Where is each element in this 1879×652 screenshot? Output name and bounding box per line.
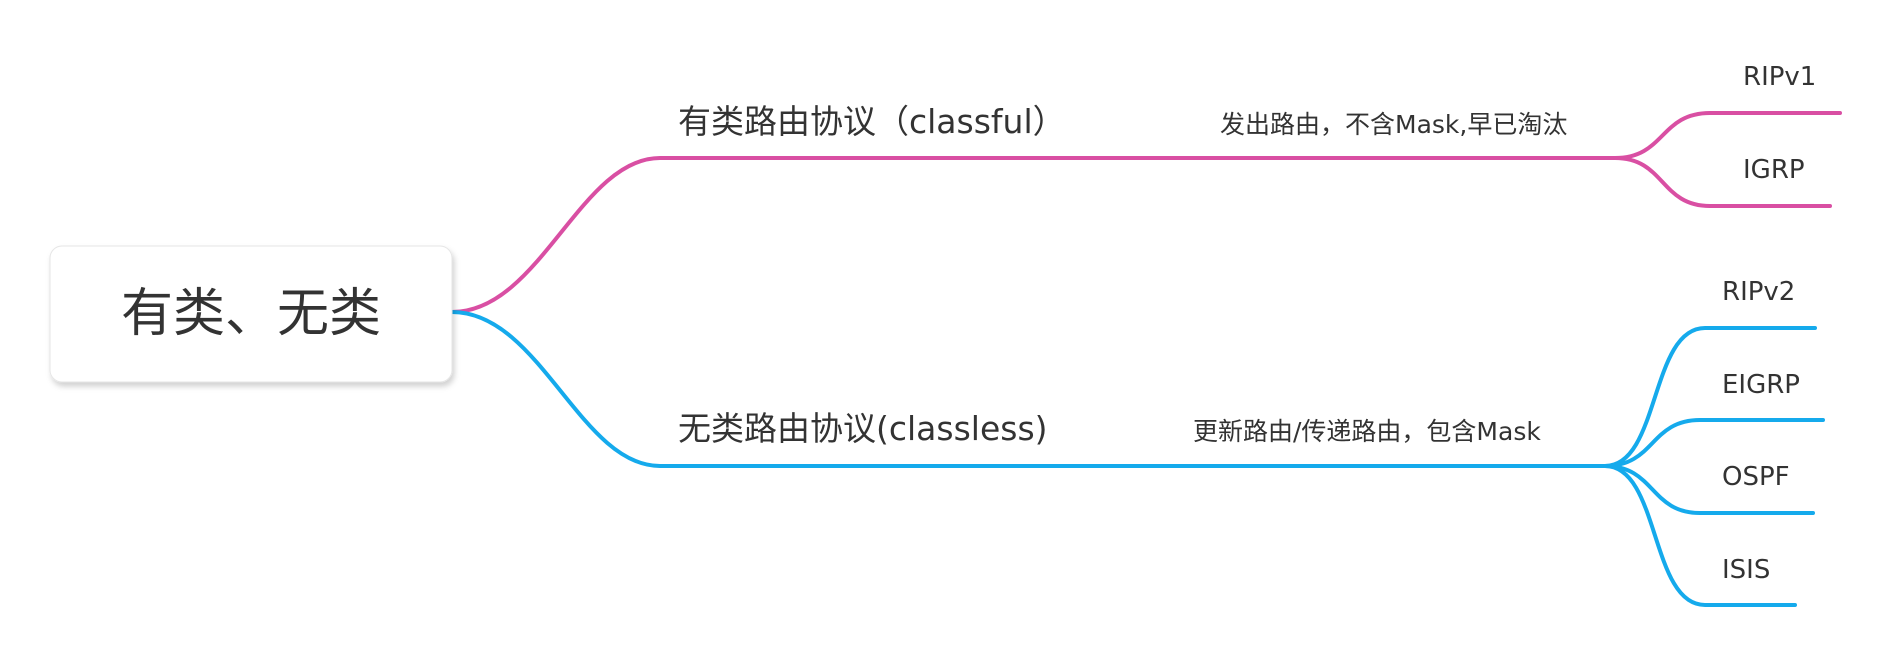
classful-topic-note: 发出路由，不含Mask,早已淘汰 <box>1220 110 1567 139</box>
leaf-isis[interactable]: ISIS <box>1722 555 1770 585</box>
classless-branch-connectors <box>450 310 1825 607</box>
connector-classless-to-isis <box>1603 464 1797 607</box>
connector-root-to-classful <box>450 156 1617 314</box>
connector-classless-to-ospf <box>1603 464 1815 515</box>
connector-root-to-classless <box>450 310 1607 468</box>
leaf-eigrp[interactable]: EIGRP <box>1722 370 1800 400</box>
leaf-ospf[interactable]: OSPF <box>1722 462 1790 492</box>
classful-branch-connectors <box>450 111 1842 314</box>
root-node-label: 有类、无类 <box>121 284 381 344</box>
leaf-ripv1[interactable]: RIPv1 <box>1743 62 1816 92</box>
connector-classless-to-eigrp <box>1603 418 1825 468</box>
connector-classless-to-ripv2 <box>1603 326 1817 468</box>
connector-classful-to-igrp <box>1613 156 1832 208</box>
leaf-igrp[interactable]: IGRP <box>1743 155 1805 185</box>
classless-topic-label[interactable]: 无类路由协议(classless) <box>678 409 1048 448</box>
classful-topic-label[interactable]: 有类路由协议（classful） <box>678 102 1066 141</box>
classless-topic-note: 更新路由/传递路由，包含Mask <box>1193 417 1541 446</box>
root-node[interactable]: 有类、无类 <box>49 245 453 383</box>
leaf-ripv2[interactable]: RIPv2 <box>1722 277 1795 307</box>
root-node-box <box>49 245 453 383</box>
connector-classful-to-ripv1 <box>1613 111 1842 160</box>
